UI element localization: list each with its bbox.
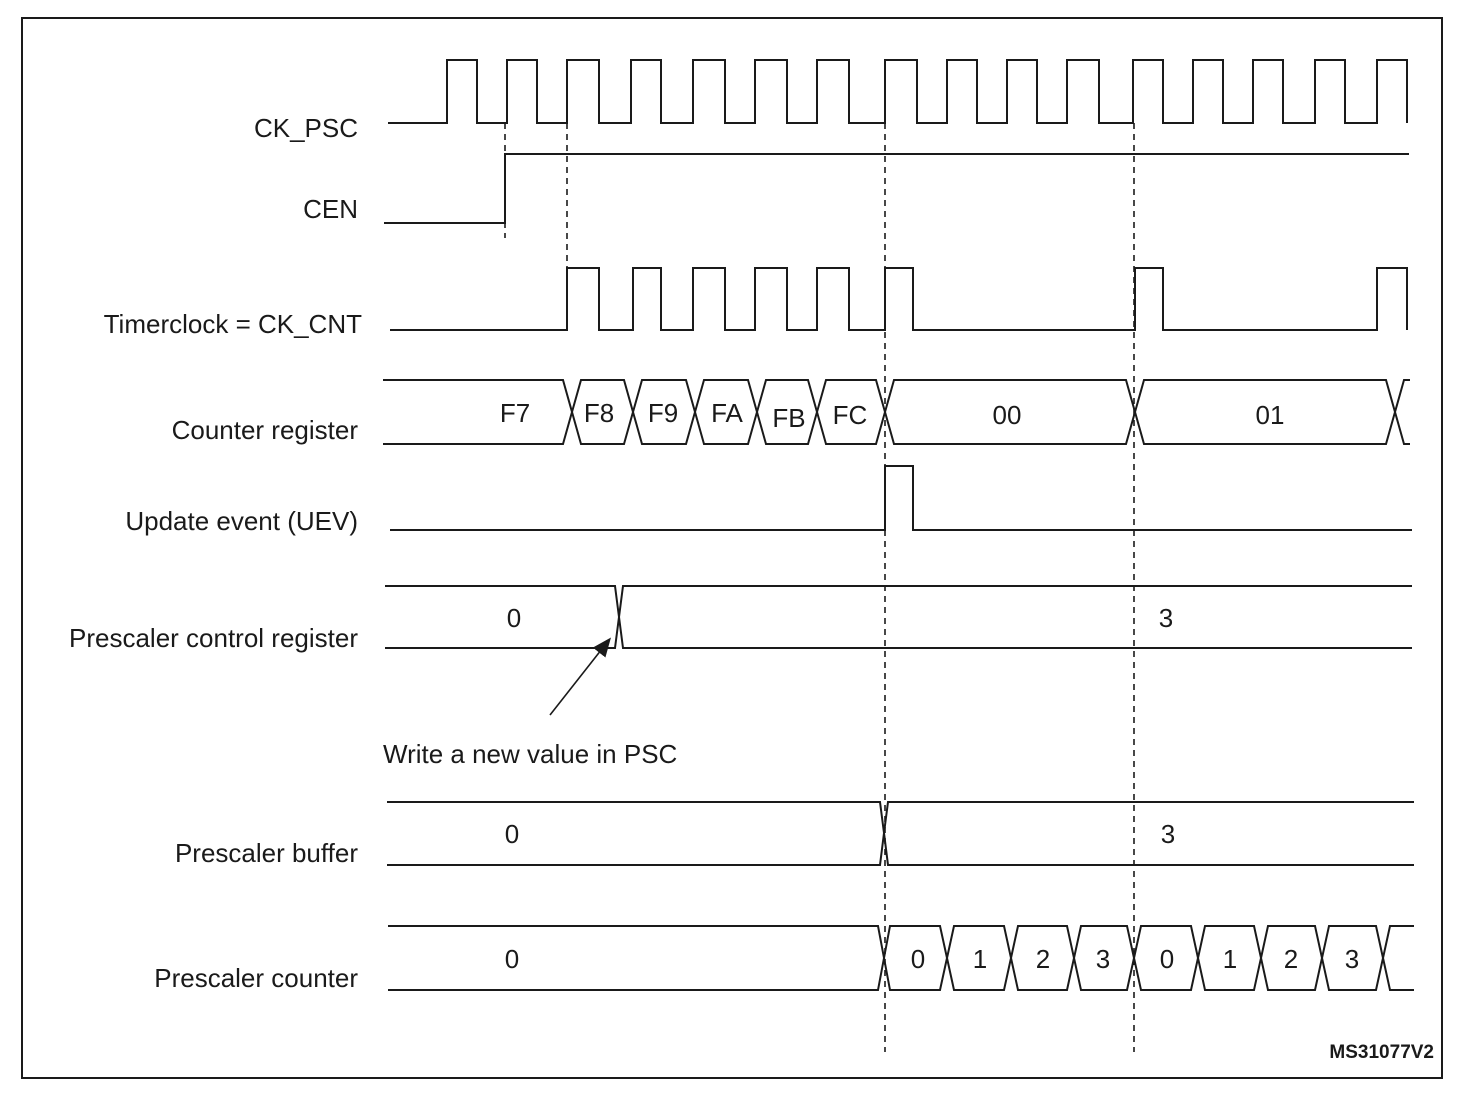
figure-reference: MS31077V2 <box>1329 1042 1434 1063</box>
prescaler-control-value-0: 0 <box>507 603 521 633</box>
ck-psc-waveform <box>388 59 1408 124</box>
counter-value-f8: F8 <box>584 398 614 428</box>
annotation-arrow <box>549 637 611 716</box>
label-prescaler-counter: Prescaler counter <box>154 963 358 993</box>
prescaler-control-bus <box>385 585 1412 649</box>
label-update-event: Update event (UEV) <box>125 506 358 536</box>
counter-value-fc: FC <box>833 400 868 430</box>
prescaler-counter-value: 2 <box>1036 944 1050 974</box>
prescaler-buffer-value-3: 3 <box>1161 819 1175 849</box>
counter-value-fa: FA <box>711 398 743 428</box>
prescaler-counter-value: 3 <box>1096 944 1110 974</box>
prescaler-buffer-value-0: 0 <box>505 819 519 849</box>
counter-value-f7: F7 <box>500 398 530 428</box>
update-event-waveform <box>390 465 1412 531</box>
cen-waveform <box>384 153 1409 224</box>
prescaler-control-value-3: 3 <box>1159 603 1173 633</box>
counter-value-fb: FB <box>772 403 805 433</box>
label-ck-psc: CK_PSC <box>254 113 358 143</box>
label-timerclock: Timerclock = CK_CNT <box>104 309 362 339</box>
label-prescaler-control: Prescaler control register <box>69 623 358 653</box>
label-prescaler-buffer: Prescaler buffer <box>175 838 358 868</box>
label-counter-register: Counter register <box>172 415 359 445</box>
annotation-write-psc: Write a new value in PSC <box>383 739 677 769</box>
timerclock-waveform <box>390 267 1408 331</box>
prescaler-counter-value: 0 <box>1160 944 1174 974</box>
prescaler-counter-value: 0 <box>505 944 519 974</box>
counter-value-00: 00 <box>993 400 1022 430</box>
prescaler-counter-value: 0 <box>911 944 925 974</box>
prescaler-counter-value: 2 <box>1284 944 1298 974</box>
counter-value-01: 01 <box>1256 400 1285 430</box>
prescaler-counter-value: 1 <box>1223 944 1237 974</box>
prescaler-counter-bus <box>388 925 1414 991</box>
prescaler-buffer-bus <box>387 801 1414 866</box>
counter-value-f9: F9 <box>648 398 678 428</box>
label-cen: CEN <box>303 194 358 224</box>
prescaler-counter-value: 1 <box>973 944 987 974</box>
prescaler-counter-value: 3 <box>1345 944 1359 974</box>
diagram-frame <box>21 17 1443 1079</box>
